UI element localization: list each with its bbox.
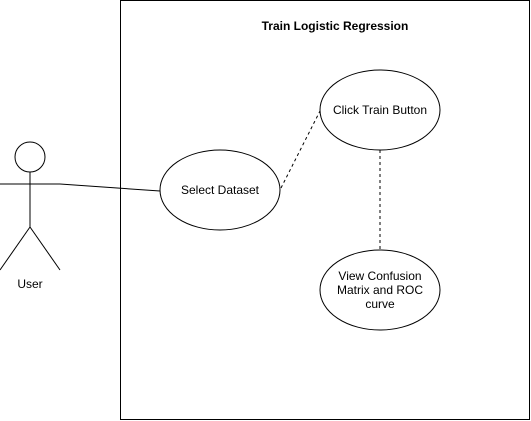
actor-right-leg bbox=[29, 226, 61, 271]
relation-select-to-train bbox=[280, 110, 321, 189]
select-dataset-label: Select Dataset bbox=[181, 183, 260, 197]
click-train-label: Click Train Button bbox=[333, 103, 427, 117]
label-line: Select Dataset bbox=[181, 183, 260, 197]
association-user-select-dataset bbox=[59, 183, 161, 192]
user-actor: User bbox=[0, 141, 61, 291]
label-line: Click Train Button bbox=[333, 103, 427, 117]
label-line: Matrix and ROC bbox=[337, 283, 423, 297]
select-dataset-ellipse bbox=[159, 149, 281, 231]
use-case-select-dataset: Select Dataset bbox=[159, 149, 281, 231]
use-case-click-train: Click Train Button bbox=[319, 69, 441, 151]
view-results-ellipse bbox=[319, 249, 441, 331]
click-train-ellipse bbox=[319, 69, 441, 151]
label-line: curve bbox=[365, 297, 395, 311]
system-title: Train Logistic Regression bbox=[262, 19, 409, 33]
actor-head bbox=[14, 141, 46, 173]
label-line: View Confusion bbox=[338, 269, 421, 283]
actor-left-leg bbox=[0, 226, 31, 271]
actor-label: User bbox=[17, 277, 42, 291]
